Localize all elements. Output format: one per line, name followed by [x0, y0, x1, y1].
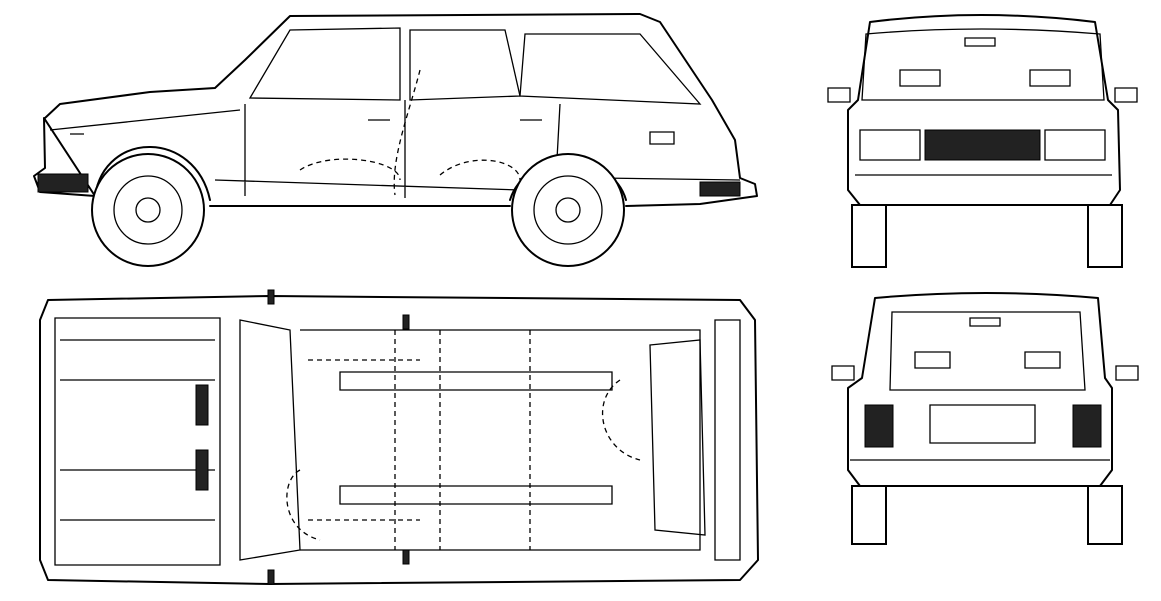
rear-mirrors — [831, 365, 1139, 381]
side-bumpers — [37, 173, 741, 197]
rear-tires — [851, 485, 1123, 545]
side-panel-lines — [49, 100, 741, 198]
side-hidden-lines — [299, 69, 521, 196]
top-mirrors — [267, 289, 410, 585]
front-tires — [851, 204, 1123, 268]
side-body-outline — [33, 13, 758, 207]
side-quarter-window — [519, 33, 702, 105]
top-roof-rails — [339, 371, 613, 505]
top-hood — [54, 317, 221, 566]
top-view — [39, 289, 759, 585]
rear-body-outline — [847, 292, 1113, 487]
top-roof — [300, 329, 701, 551]
front-wheel — [91, 153, 205, 267]
top-windshield — [239, 319, 301, 561]
rear-wheel — [511, 153, 625, 267]
top-rear-window — [649, 319, 741, 561]
front-windshield — [861, 28, 1105, 101]
top-hidden-lines — [286, 330, 641, 550]
front-seats — [899, 37, 1071, 87]
front-headlights — [855, 129, 1112, 176]
rear-plate — [850, 404, 1110, 461]
side-handles — [70, 119, 675, 145]
top-vents — [195, 384, 209, 491]
side-front-window — [248, 27, 401, 101]
side-view — [33, 13, 758, 267]
rear-seats — [914, 317, 1061, 369]
front-grille — [924, 129, 1041, 161]
rear-view — [831, 292, 1139, 545]
rear-window — [889, 311, 1086, 391]
side-rear-window — [409, 29, 521, 101]
top-body-outline — [39, 295, 759, 585]
front-body-outline — [847, 14, 1121, 206]
front-mirrors — [827, 87, 1138, 103]
rear-taillights — [864, 404, 1102, 448]
front-view — [827, 14, 1138, 268]
